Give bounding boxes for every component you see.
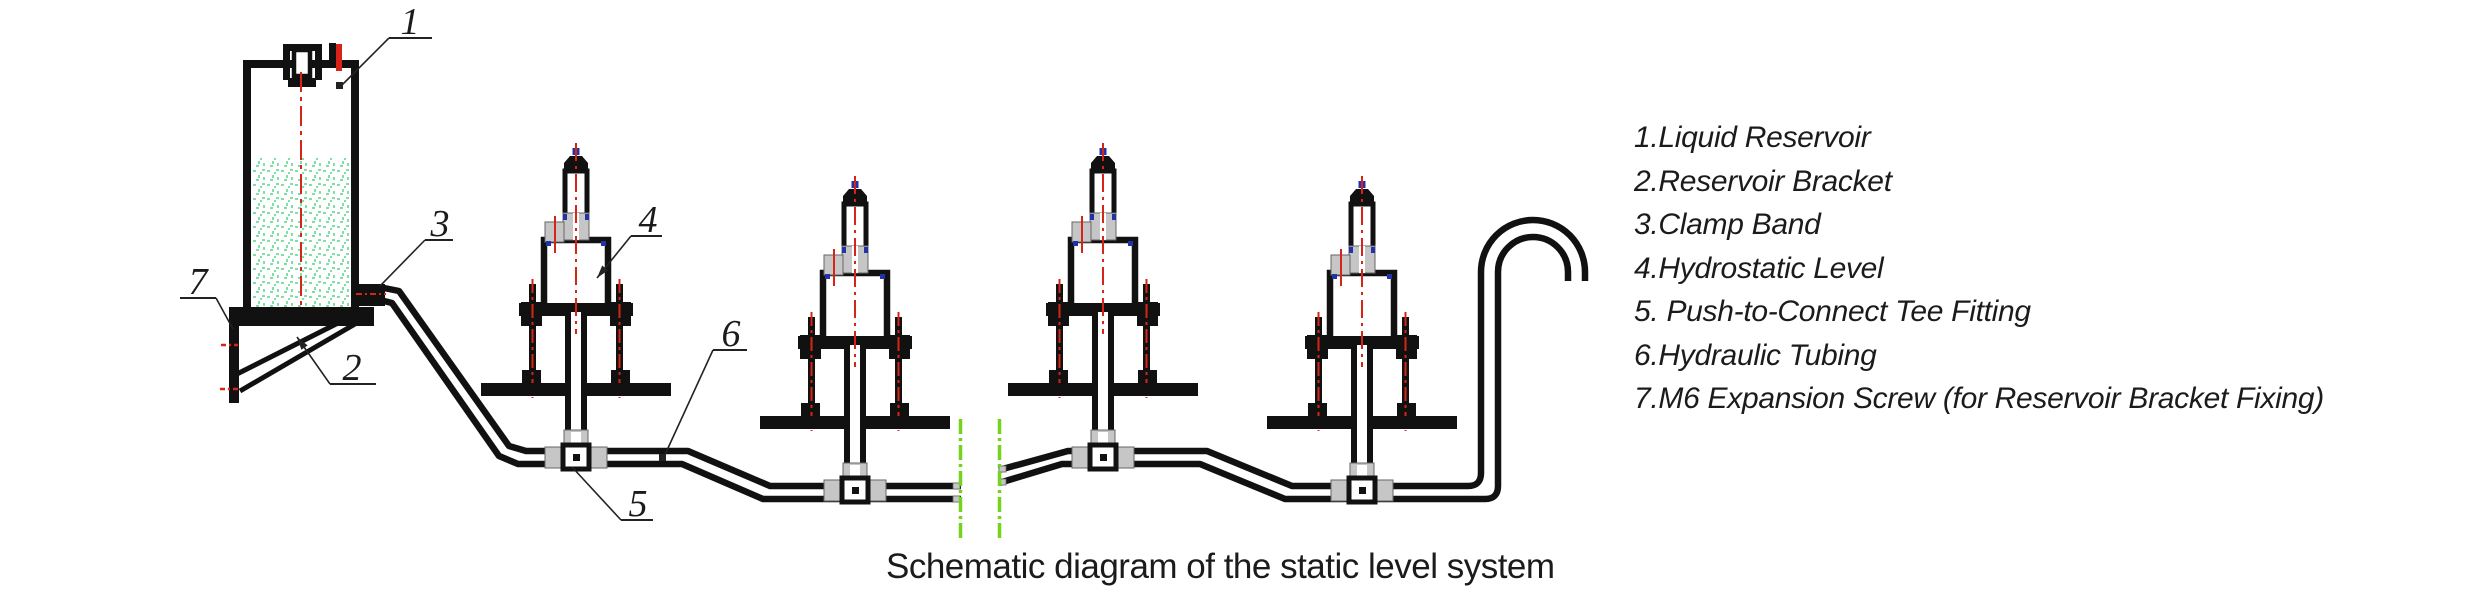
caption: Schematic diagram of the static level sy… (886, 547, 1555, 586)
port-red-mark (336, 44, 342, 71)
hydraulic-tubing (383, 216, 1589, 503)
part-label-4: 4 (596, 199, 662, 279)
hydrostatic-level-sensor (1267, 176, 1457, 505)
tube-run-right-lower (998, 233, 1572, 503)
tube-run-left-lower (383, 297, 961, 503)
bracket-strut (238, 321, 357, 394)
tube-run-left-upper (383, 284, 961, 490)
tank-port (329, 43, 342, 71)
hydrostatic-level-sensor (481, 143, 671, 472)
part-number: 2 (343, 347, 362, 389)
part-number: 5 (629, 483, 648, 525)
liquid-reservoir (229, 43, 386, 326)
part-label-1: 1 (336, 1, 432, 89)
hydrostatic-level-sensor (1008, 143, 1198, 472)
legend-item: 4.Hydrostatic Level (1634, 251, 1884, 285)
part-number: 6 (722, 313, 741, 355)
part-number: 1 (401, 1, 420, 43)
legend: 1.Liquid Reservoir 2.Reservoir Bracket 3… (1634, 116, 2324, 421)
part-number: 3 (430, 203, 450, 245)
tube-run-right-upper (998, 216, 1589, 490)
legend-item: 5. Push-to-Connect Tee Fitting (1634, 295, 2031, 328)
break-lines (958, 419, 1002, 538)
legend-item: 7.M6 Expansion Screw (for Reservoir Brac… (1634, 382, 2324, 415)
bracket-post (229, 322, 239, 403)
reservoir-bracket (220, 316, 357, 403)
legend-item: 2.Reservoir Bracket (1634, 164, 1892, 198)
part-label-5: 5 (571, 466, 653, 525)
hydrostatic-level-sensor (760, 176, 950, 505)
part-number: 4 (639, 199, 658, 241)
bracket-strut (235, 316, 348, 377)
part-label-2: 2 (296, 336, 376, 389)
legend-item: 3.Clamp Band (1634, 208, 1821, 241)
hydrostatic-level-sensors (481, 143, 1457, 505)
legend-item: 6.Hydraulic Tubing (1634, 338, 1877, 372)
part-label-3: 3 (379, 203, 453, 287)
tube-break-caps (952, 465, 1007, 503)
part-label-6: 6 (659, 313, 747, 461)
legend-item: 1.Liquid Reservoir (1634, 121, 1871, 154)
part-labels: 1 2 3 4 5 6 (180, 1, 747, 525)
part-number: 7 (189, 261, 210, 303)
part-label-7: 7 (180, 261, 234, 330)
